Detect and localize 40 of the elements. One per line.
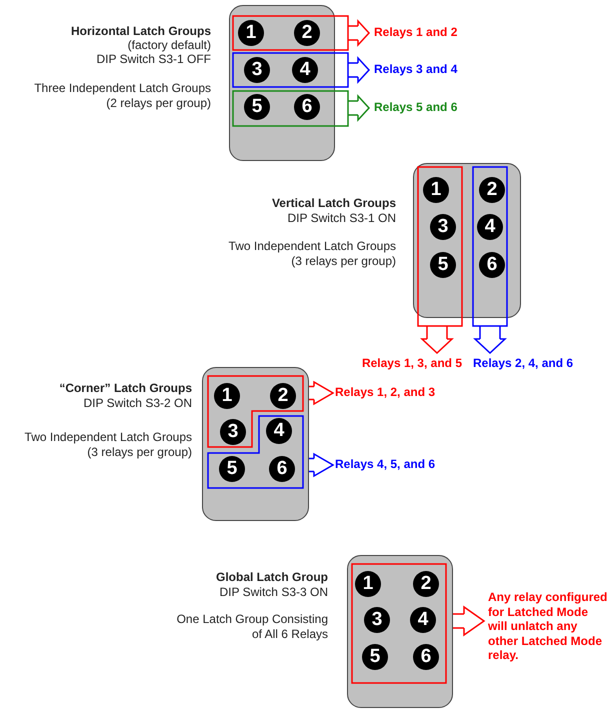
remote-button: 2: [413, 571, 439, 597]
group-description: One Latch Group Consisting of All 6 Relays: [176, 612, 328, 641]
relay-group-label: Relays 4, 5, and 6: [332, 457, 452, 473]
group-outline: [232, 52, 349, 88]
note-text: Any relay configured for Latched Mode will unlatch any other Latched Mode relay.: [483, 590, 608, 666]
switch-setting: DIP Switch S3-3 ON: [218, 585, 328, 600]
group-outline: [232, 90, 349, 127]
group-outline: [207, 415, 304, 489]
group-description: Three Independent Latch Groups (2 relays per group): [33, 81, 211, 110]
remote-button: 5: [219, 456, 245, 482]
remote-button: 3: [364, 607, 390, 633]
relay-group-label: Relays 5 and 6: [368, 100, 478, 116]
relay-group-label: Relays 3 and 4: [368, 62, 478, 78]
switch-setting: DIP Switch S3-1 ON: [286, 211, 396, 226]
remote-button: 3: [220, 419, 246, 445]
group-heading: Global Latch Group: [214, 570, 328, 584]
relay-group-label: Relays 1, 3, and 5: [345, 352, 462, 371]
group-description: Two Independent Latch Groups (3 relays per group): [228, 239, 396, 268]
remote-button: 6: [413, 644, 439, 670]
remote-button: 4: [266, 418, 292, 444]
remote-button: 1: [214, 383, 240, 409]
group-outline: [351, 563, 447, 684]
remote-body: [347, 555, 453, 708]
remote-button: 1: [355, 571, 381, 597]
remote-button: 6: [269, 456, 295, 482]
group-heading: Horizontal Latch Groups: [70, 24, 211, 38]
group-outline: [232, 15, 349, 51]
group-heading: Vertical Latch Groups: [270, 196, 396, 210]
default-note: (factory default): [126, 38, 211, 52]
relay-group-label: Relays 2, 4, and 6: [473, 352, 598, 371]
remote-button: 2: [270, 383, 296, 409]
group-heading: “Corner” Latch Groups: [58, 381, 192, 396]
group-description: Two Independent Latch Groups (3 relays per group): [24, 430, 192, 459]
switch-setting: DIP Switch S3-2 ON: [82, 396, 192, 410]
remote-button: 4: [410, 607, 436, 633]
relay-group-label: Relays 1 and 2: [368, 25, 478, 41]
remote-button: 5: [362, 644, 388, 670]
relay-group-label: Relays 1, 2, and 3: [332, 385, 452, 401]
switch-setting: DIP Switch S3-1 OFF: [96, 52, 211, 66]
remote-body: [202, 367, 309, 521]
